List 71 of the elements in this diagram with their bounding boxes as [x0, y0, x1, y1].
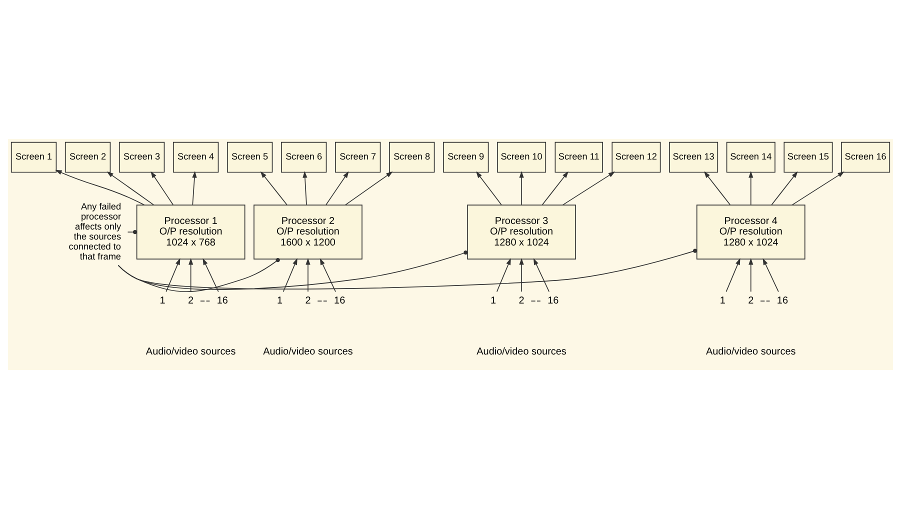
connector — [200, 300, 210, 302]
label: Audio/video sources — [146, 346, 236, 358]
arrow — [542, 171, 568, 206]
arrow — [106, 172, 154, 206]
arrow — [562, 172, 616, 206]
arrow — [320, 258, 336, 292]
arrow — [202, 258, 219, 292]
arrow — [55, 170, 145, 206]
arrow — [771, 171, 798, 206]
arrow — [533, 258, 550, 292]
label: Audio/video sources — [706, 346, 796, 358]
connector — [760, 300, 770, 302]
label: Audio/video sources — [476, 346, 566, 358]
arrow — [519, 171, 524, 206]
arrow — [762, 258, 779, 292]
node-text: Any failed processor affects only the sources connected to that frame — [68, 201, 122, 262]
arrow — [748, 258, 754, 292]
arrow — [726, 258, 740, 292]
arrow — [326, 171, 349, 206]
node-box: Screen 11 — [554, 142, 603, 173]
node-box: Processor 3 O/P resolution 1280 x 1024 — [467, 204, 576, 260]
node-text: 16 — [776, 296, 788, 307]
node-text: 16 — [216, 296, 228, 307]
arrow — [192, 171, 197, 206]
node-box: Screen 4 — [172, 142, 219, 173]
arrow — [166, 258, 180, 292]
node-box: Screen 14 — [726, 142, 776, 173]
arrow — [496, 258, 511, 292]
node-box: Screen 15 — [784, 142, 833, 173]
connector — [530, 300, 541, 302]
arrow — [792, 172, 844, 206]
node-box: Screen 12 — [612, 142, 661, 173]
arrow — [476, 171, 502, 206]
label: Audio/video sources — [263, 346, 353, 358]
node-text: 16 — [548, 296, 559, 307]
node-box: Processor 1 O/P resolution 1024 x 768 — [136, 204, 246, 260]
connector — [317, 300, 328, 302]
arrow — [188, 258, 194, 292]
node-box: Screen 13 — [669, 142, 718, 173]
node-box: Screen 10 — [497, 142, 546, 173]
node-text: 2 — [518, 296, 524, 307]
arrow — [704, 171, 731, 206]
node-box: Screen 3 — [118, 142, 165, 173]
connector — [127, 230, 138, 234]
arrow — [344, 172, 393, 206]
node-box: Screen 8 — [389, 142, 435, 173]
arrow — [302, 171, 308, 206]
node-text: 2 — [748, 296, 754, 307]
node-text: 2 — [305, 296, 311, 307]
arrow — [260, 171, 288, 206]
connector — [118, 248, 698, 290]
arrow — [748, 171, 754, 206]
node-box: Screen 16 — [841, 142, 890, 173]
node-box: Processor 4 O/P resolution 1280 x 1024 — [696, 204, 806, 260]
arrow — [282, 258, 298, 292]
node-text: 1 — [160, 296, 166, 307]
arrow — [150, 171, 174, 206]
node-text: 1 — [490, 296, 496, 307]
node-box: Screen 5 — [226, 142, 273, 173]
arrow — [519, 258, 524, 292]
node-box: Screen 1 — [10, 142, 57, 173]
arrow — [306, 258, 310, 292]
node-text: 1 — [276, 296, 283, 307]
node-text: 16 — [334, 296, 346, 307]
node-text: 2 — [188, 296, 194, 307]
node-text: 1 — [720, 296, 726, 307]
node-box: Processor 2 O/P resolution 1600 x 1200 — [254, 204, 362, 260]
node-box: Screen 7 — [335, 142, 381, 173]
node-box: Screen 2 — [64, 142, 111, 173]
node-box: Screen 9 — [443, 142, 489, 173]
node-box: Screen 6 — [280, 142, 327, 173]
